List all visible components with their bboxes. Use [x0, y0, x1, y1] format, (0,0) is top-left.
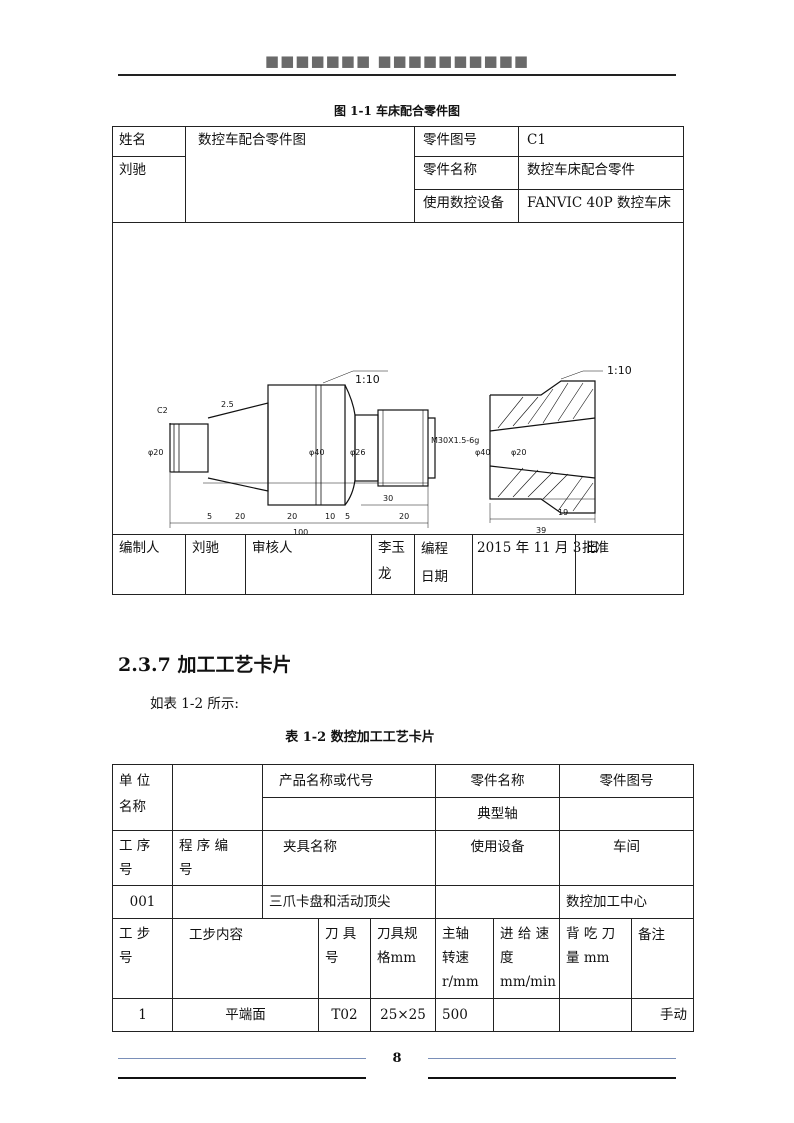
dimension-lines: [169, 370, 603, 528]
col-depth: 背 吃 刀 量 mm: [559, 918, 633, 999]
dimension-text: 1:10 1:10 C2 2.5 φ20 φ40 φ26 M30X1.5-6g …: [148, 364, 632, 534]
part-no-value-2: [559, 797, 695, 831]
row-tool: T02: [318, 998, 371, 1032]
program-no-label: 程 序 编 号: [172, 830, 263, 886]
col-content: 工步内容: [172, 918, 319, 999]
row-feed: [493, 998, 561, 1032]
running-header: ■■■■■■■ ■■■■■■■■■■: [264, 52, 530, 70]
date-value: 2015 年 11 月 3 日: [472, 534, 599, 595]
approve-label-text: 批准: [582, 540, 609, 556]
drawing-table: 姓名 数控车配合零件图 零件图号 C1 刘驰 零件名称 数控车床配合零件 使用数…: [111, 126, 685, 595]
dim-100: 100: [293, 528, 308, 534]
dim-20a: 20: [235, 512, 245, 521]
footer-rule-right-top: [428, 1058, 676, 1059]
dim-5a: 5: [207, 512, 212, 521]
date-label-line1: 编程: [421, 541, 448, 557]
workshop-label: 车间: [559, 830, 695, 886]
dim-phi40: φ40: [309, 448, 324, 457]
fixture-label: 夹具名称: [261, 830, 437, 886]
fixture-value: 三爪卡盘和活动顶尖: [261, 885, 437, 919]
drawing-cell: 1:10 1:10 C2 2.5 φ20 φ40 φ26 M30X1.5-6g …: [111, 222, 685, 535]
part-name-label-2: 零件名称: [435, 764, 561, 798]
dim-2-5: 2.5: [221, 400, 234, 409]
unit-label: 单 位 名称: [112, 764, 173, 831]
equipment-value: FANVIC 40P 数控车床: [517, 189, 685, 223]
dim-20c: 20: [399, 512, 409, 521]
part-no-label: 零件图号: [414, 126, 519, 157]
sleeve-hatching: [497, 382, 594, 512]
approve-label: 批准: [574, 534, 685, 595]
row-spec: 25×25: [369, 998, 437, 1032]
dim-19: 19: [558, 508, 568, 517]
part-name-label: 零件名称: [414, 156, 519, 190]
process-card-table: 单 位 名称 产品名称或代号 零件名称 零件图号 典型轴 工 序 号 程 序 编…: [112, 764, 695, 1032]
dim-c2: C2: [157, 406, 168, 415]
dim-phi26: φ26: [350, 448, 365, 457]
part-no-label-2: 零件图号: [559, 764, 695, 798]
taper-left-label: 1:10: [355, 373, 380, 386]
part-name-value: 数控车床配合零件: [517, 156, 685, 190]
dim-39: 39: [536, 526, 546, 534]
row-step: 1: [112, 998, 173, 1032]
equipment-label: 使用数控设备: [414, 189, 519, 223]
figure-caption: 图 1-1 车床配合零件图: [333, 104, 461, 118]
sleeve-outline: [489, 380, 596, 514]
col-tool-no: 刀 具 号: [318, 918, 371, 999]
part-name-value-2: 典型轴: [435, 797, 561, 831]
dim-sleeve-phi40: φ40: [475, 448, 490, 457]
date-label-line2: 日期: [421, 569, 448, 585]
dim-10: 10: [325, 512, 335, 521]
dim-phi20: φ20: [148, 448, 163, 457]
reviewer-label: 审核人: [245, 534, 372, 595]
name-value: 刘驰: [112, 156, 186, 223]
table-caption: 表 1-2 数控加工工艺卡片: [285, 730, 435, 745]
equipment-label-2: 使用设备: [435, 830, 561, 886]
section-intro: 如表 1-2 所示:: [150, 696, 239, 712]
dim-sleeve-phi20: φ20: [511, 448, 526, 457]
date-label: 编程日期: [414, 534, 473, 595]
row-content: 平端面: [172, 998, 319, 1032]
col-step-no: 工 步 号: [112, 918, 173, 999]
col-spindle: 主轴 转速 r/mm: [435, 918, 495, 999]
page-number: 8: [392, 1051, 402, 1066]
row-remark: 手动: [631, 998, 695, 1032]
header-rule: [118, 74, 676, 76]
row-depth: [559, 998, 633, 1032]
dim-20b: 20: [287, 512, 297, 521]
taper-right-label: 1:10: [607, 364, 632, 377]
compiler-label: 编制人: [112, 534, 186, 595]
name-label: 姓名: [112, 126, 186, 157]
footer-rule-right: [428, 1077, 676, 1079]
section-heading: 2.3.7 加工工艺卡片: [118, 654, 292, 676]
table-row: 1 平端面 T02 25×25 500 手动: [112, 998, 695, 1032]
equipment-value-2: [435, 885, 561, 919]
program-no-value: [172, 885, 263, 919]
part-drawing: 1:10 1:10 C2 2.5 φ20 φ40 φ26 M30X1.5-6g …: [148, 364, 632, 534]
part-no-value: C1: [517, 126, 685, 157]
process-step-value: 001: [112, 885, 173, 919]
col-remark: 备注: [631, 918, 695, 999]
dim-thread: M30X1.5-6g: [431, 436, 479, 445]
product-value: [261, 797, 437, 831]
shaft-outline: [169, 384, 436, 506]
workshop-value: 数控加工中心: [559, 885, 695, 919]
product-label: 产品名称或代号: [261, 764, 437, 798]
dim-30: 30: [383, 494, 393, 503]
col-feed: 进 给 速 度 mm/min: [493, 918, 561, 999]
dim-5b: 5: [345, 512, 350, 521]
col-tool-spec: 刀具规 格mm: [369, 918, 437, 999]
process-step-label: 工 序 号: [112, 830, 173, 886]
unit-value: [172, 764, 263, 831]
reviewer-value: 李玉龙: [371, 534, 415, 595]
drawing-title: 数控车配合零件图: [185, 126, 415, 223]
footer-rule-left: [118, 1077, 366, 1079]
row-speed: 500: [435, 998, 495, 1032]
compiler-value: 刘驰: [185, 534, 246, 595]
footer-rule-left-top: [118, 1058, 366, 1059]
